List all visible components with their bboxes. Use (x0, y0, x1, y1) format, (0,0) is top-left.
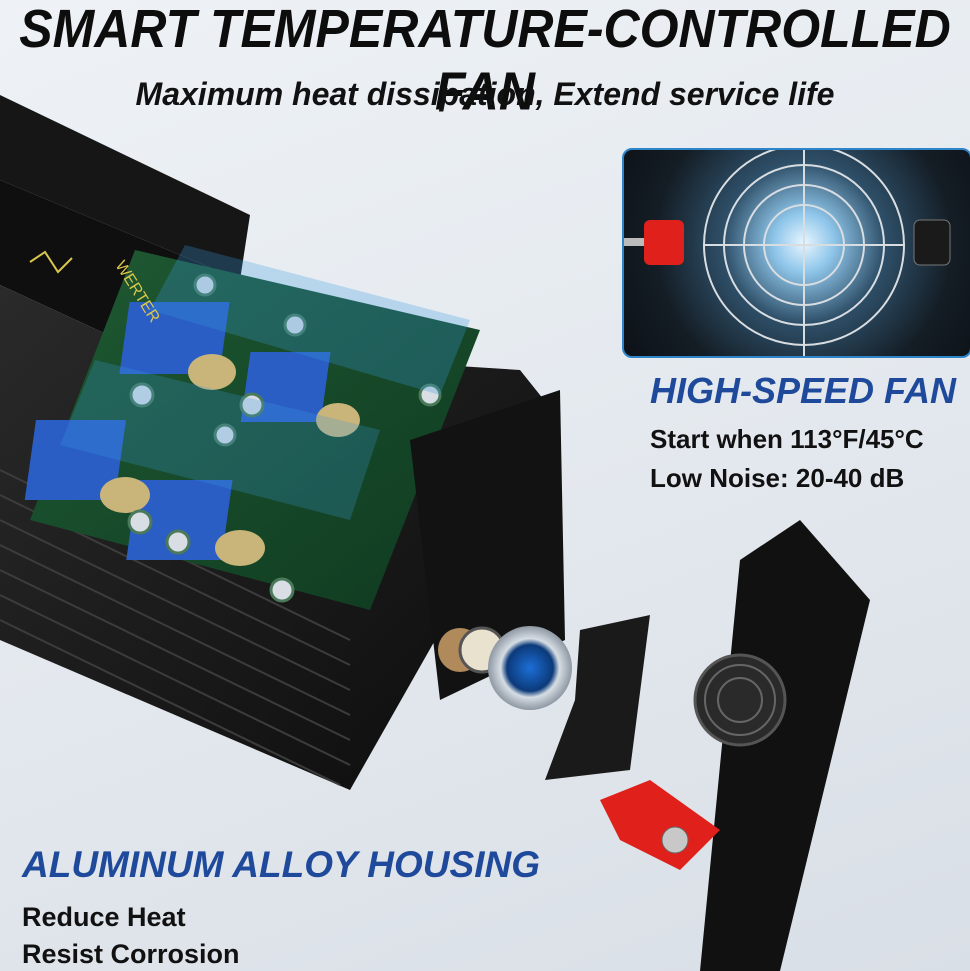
housing-feature-line-1: Reduce Heat (22, 902, 186, 932)
red-terminal (600, 780, 720, 870)
fan-feature-line-2: Low Noise: 20-40 dB (650, 463, 905, 493)
heat-shield-glow (150, 245, 470, 395)
end-plate-fan-grille (693, 653, 787, 747)
fan-blade (545, 615, 650, 780)
fan-housing (410, 390, 565, 700)
big-bearing (488, 626, 572, 710)
brand-logo-icon (29, 250, 73, 274)
fan-feature-title: HIGH-SPEED FAN (650, 370, 957, 411)
heat-shield-glow-2 (60, 360, 380, 520)
black-terminal-icon (913, 219, 951, 266)
housing-feature-line-2: Resist Corrosion (22, 939, 240, 969)
fan-closeup-inset (622, 148, 970, 358)
subheadline: Maximum heat dissipation, Extend service… (135, 76, 835, 112)
terminal-bolt (661, 826, 689, 854)
end-plate (700, 520, 870, 971)
fan-feature-line-1: Start when 113°F/45°C (650, 424, 924, 454)
fan-grille-icon (703, 150, 905, 356)
capacitors (127, 273, 442, 603)
red-terminal-icon (624, 220, 684, 265)
housing-top (0, 95, 250, 280)
headline: SMART TEMPERATURE-CONTROLLED FAN (19, 0, 951, 122)
fan-grille-illustration (624, 150, 951, 356)
housing-feature-title: ALUMINUM ALLOY HOUSING (22, 844, 540, 885)
